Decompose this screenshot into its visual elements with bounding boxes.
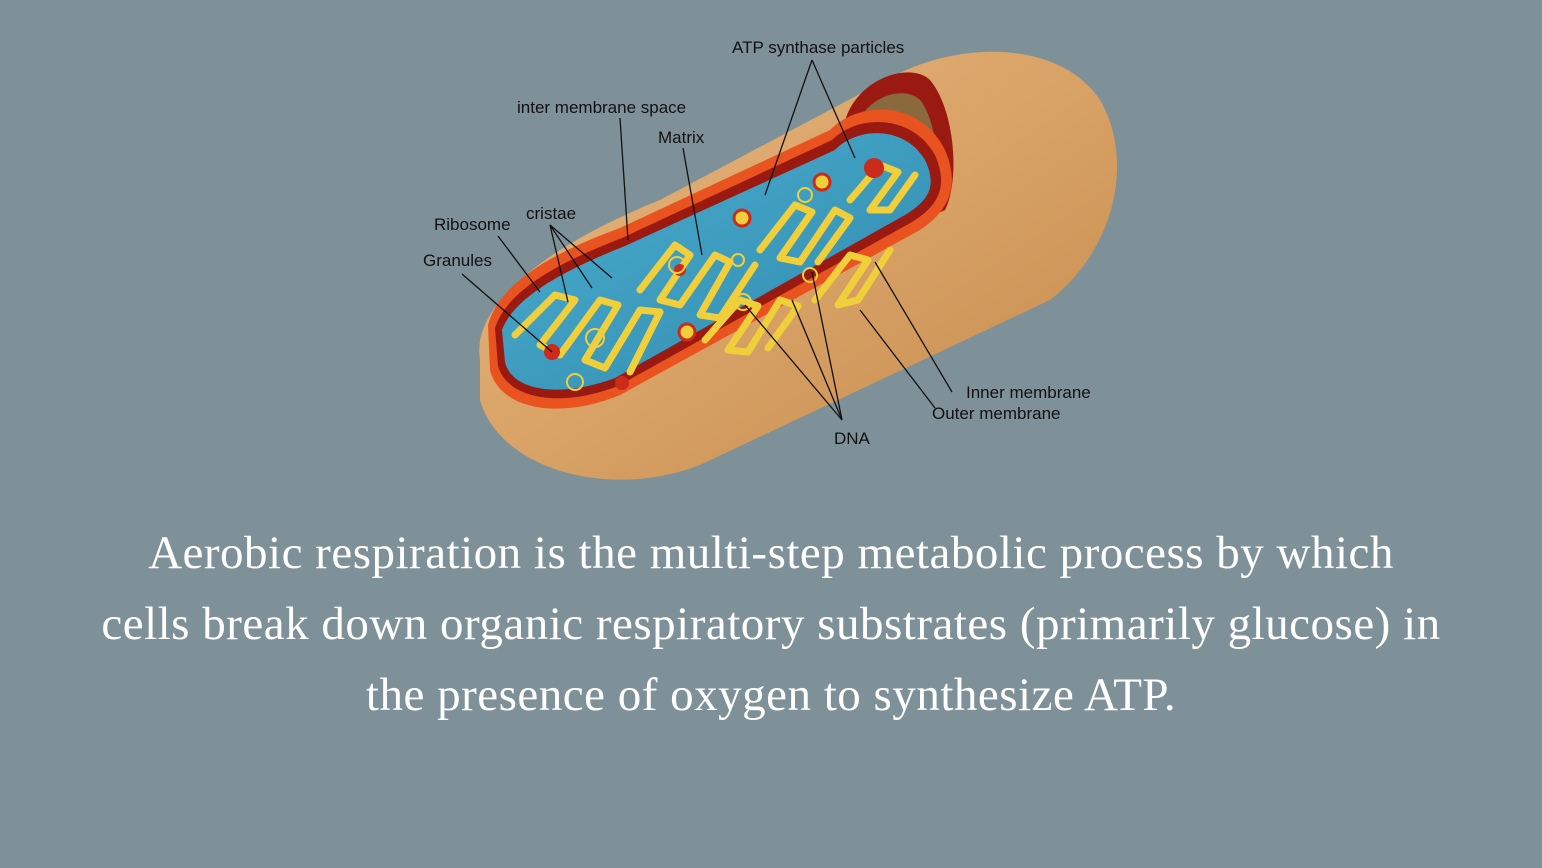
label-inner-membrane: Inner membrane bbox=[966, 383, 1091, 402]
mitochondrion-diagram: ATP synthase particles inter membrane sp… bbox=[423, 38, 1118, 480]
caption-text: Aerobic respiration is the multi-step me… bbox=[101, 527, 1441, 721]
label-granules: Granules bbox=[423, 251, 492, 270]
label-atp-synthase: ATP synthase particles bbox=[732, 38, 904, 57]
label-cristae: cristae bbox=[526, 204, 576, 223]
label-ribosome: Ribosome bbox=[434, 215, 511, 234]
label-matrix: Matrix bbox=[658, 128, 705, 147]
label-inter-membrane-space: inter membrane space bbox=[517, 98, 686, 117]
dna-loops bbox=[566, 187, 818, 391]
label-dna: DNA bbox=[834, 429, 871, 448]
leader-lines bbox=[461, 59, 953, 421]
label-outer-membrane: Outer membrane bbox=[932, 404, 1061, 423]
